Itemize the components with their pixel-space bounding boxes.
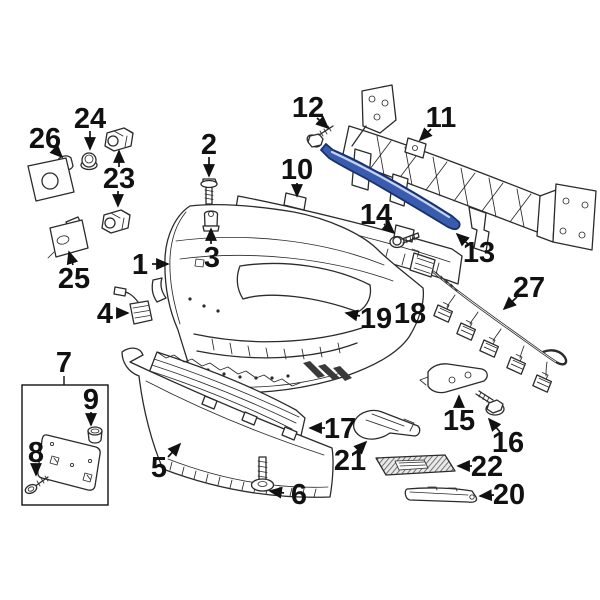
callout-arrow-6 bbox=[268, 486, 285, 499]
harness-main-connector bbox=[409, 248, 436, 278]
callout-label-20[interactable]: 20 bbox=[493, 479, 525, 511]
part-sensor-4 bbox=[113, 286, 153, 325]
callout-arrow-20 bbox=[478, 489, 495, 502]
callout-label-12[interactable]: 12 bbox=[292, 92, 324, 124]
callout-label-16[interactable]: 16 bbox=[492, 427, 524, 459]
callout-label-21[interactable]: 21 bbox=[334, 445, 366, 477]
callout-arrow-27 bbox=[502, 296, 518, 311]
harness-connector bbox=[531, 371, 553, 394]
callout-arrow-12 bbox=[315, 115, 330, 130]
harness-connector bbox=[455, 319, 477, 342]
part-sensor-bracket-25 bbox=[47, 216, 89, 259]
callout-arrow-5 bbox=[167, 442, 182, 458]
part-bumper-cover bbox=[151, 204, 425, 394]
kit-box-outline bbox=[21, 384, 109, 506]
part-highlighted-reinforcement-bar bbox=[320, 143, 461, 231]
callout-arrow-26 bbox=[49, 144, 64, 159]
part-screw-8 bbox=[24, 475, 49, 495]
callout-label-19[interactable]: 19 bbox=[360, 303, 392, 335]
part-bolt-16 bbox=[475, 390, 505, 416]
part-grommet-24 bbox=[80, 152, 98, 171]
callouts-layer: 1 2 3 4 5 6 7 8 9 10 11 12 13 14 15 16 1… bbox=[28, 92, 545, 511]
callout-arrow-16 bbox=[487, 417, 502, 433]
callout-label-7[interactable]: 7 bbox=[56, 347, 72, 379]
part-grille-insert bbox=[375, 454, 456, 476]
callout-label-18[interactable]: 18 bbox=[394, 298, 426, 330]
callout-arrow-25 bbox=[66, 250, 79, 266]
callout-label-15[interactable]: 15 bbox=[443, 405, 475, 437]
callout-arrow-19 bbox=[344, 309, 361, 322]
part-clip-9 bbox=[87, 426, 103, 444]
part-bolt-14 bbox=[389, 232, 420, 249]
harness-connector bbox=[478, 336, 500, 359]
callout-label-25[interactable]: 25 bbox=[58, 263, 90, 295]
callout-label-9[interactable]: 9 bbox=[83, 384, 99, 416]
part-trim-strip bbox=[404, 486, 478, 503]
harness-connector bbox=[505, 353, 527, 376]
callout-label-4[interactable]: 4 bbox=[97, 298, 113, 330]
part-fog-cover bbox=[353, 409, 421, 440]
callout-arrow-14 bbox=[381, 220, 396, 235]
callout-label-26[interactable]: 26 bbox=[29, 123, 61, 155]
callout-label-27[interactable]: 27 bbox=[513, 272, 545, 304]
callout-label-3[interactable]: 3 bbox=[204, 242, 220, 274]
part-nut-3 bbox=[202, 210, 220, 232]
part-license-plate-kit bbox=[21, 384, 109, 506]
highlight-bar-body bbox=[320, 143, 461, 231]
callout-label-1[interactable]: 1 bbox=[132, 249, 148, 281]
callout-label-5[interactable]: 5 bbox=[151, 452, 167, 484]
callout-label-22[interactable]: 22 bbox=[471, 451, 503, 483]
part-parking-sensor-upper bbox=[104, 127, 134, 152]
callout-label-17[interactable]: 17 bbox=[324, 413, 356, 445]
bumper-vent-hatch bbox=[303, 361, 352, 381]
callout-label-23[interactable]: 23 bbox=[103, 163, 135, 195]
part-screw-6 bbox=[250, 456, 275, 492]
part-screw-2 bbox=[200, 178, 218, 205]
callout-label-14[interactable]: 14 bbox=[360, 199, 392, 231]
part-wiring-harness bbox=[409, 248, 568, 394]
callout-label-11[interactable]: 11 bbox=[426, 102, 457, 134]
callout-label-10[interactable]: 10 bbox=[281, 154, 313, 186]
callout-arrow-21 bbox=[353, 440, 368, 455]
callout-label-13[interactable]: 13 bbox=[463, 237, 495, 269]
callout-label-6[interactable]: 6 bbox=[291, 479, 307, 511]
callout-arrow-11 bbox=[418, 127, 433, 142]
callout-label-24[interactable]: 24 bbox=[74, 103, 106, 135]
part-parking-sensor-lower bbox=[101, 209, 131, 234]
callout-arrow-13 bbox=[455, 232, 470, 247]
part-bracket-15 bbox=[419, 363, 488, 394]
callout-label-8[interactable]: 8 bbox=[28, 437, 44, 469]
callout-label-2[interactable]: 2 bbox=[201, 129, 217, 161]
part-screw-12 bbox=[306, 125, 334, 148]
part-sensor-bracket-26 bbox=[27, 155, 75, 202]
harness-connector bbox=[432, 301, 454, 324]
